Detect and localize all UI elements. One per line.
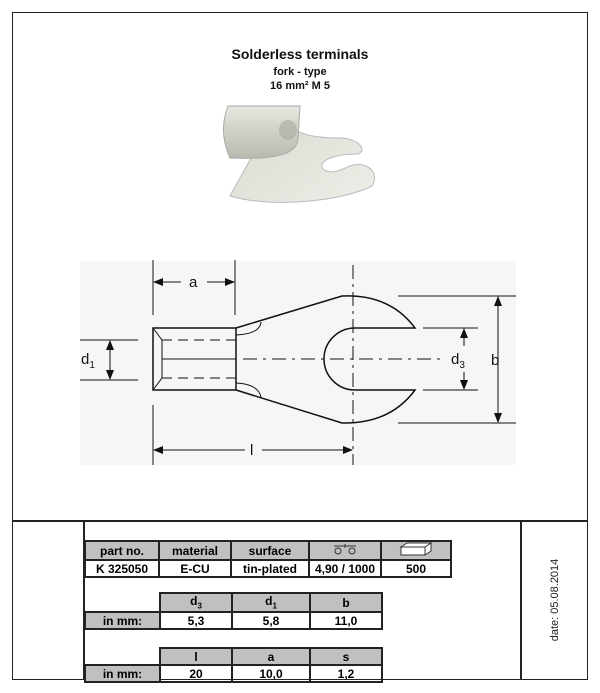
date-stamp: date: 05.08.2014 bbox=[549, 558, 561, 642]
weight-value: 4,90 / 1000 bbox=[308, 559, 382, 578]
surface-value: tin-plated bbox=[230, 559, 310, 578]
l-value: 20 bbox=[159, 664, 233, 683]
weight-icon bbox=[308, 540, 382, 561]
divider bbox=[12, 520, 588, 522]
b-value: 11,0 bbox=[309, 611, 383, 630]
header-a: a bbox=[231, 647, 311, 666]
package-icon bbox=[380, 540, 452, 561]
dimension-drawing: a l d1 d3 b bbox=[80, 260, 516, 465]
header-l: l bbox=[159, 647, 233, 666]
size-spec: 16 mm² M 5 bbox=[270, 80, 330, 92]
package-qty: 500 bbox=[380, 559, 452, 578]
s-value: 1,2 bbox=[309, 664, 383, 683]
dimensions-table-1: d3 d1 b in mm: 5,3 5,8 11,0 bbox=[84, 592, 383, 630]
row-label: in mm: bbox=[84, 611, 161, 630]
page-subtitle: fork - type bbox=[273, 66, 327, 78]
dim-label-d3: d3 bbox=[451, 351, 465, 371]
part-number: K 325050 bbox=[84, 559, 160, 578]
header-d3: d3 bbox=[159, 592, 233, 613]
divider bbox=[520, 520, 522, 680]
header-surface: surface bbox=[230, 540, 310, 561]
header-b: b bbox=[309, 592, 383, 613]
divider bbox=[83, 520, 85, 680]
dimensions-table-2: l a s in mm: 20 10,0 1,2 bbox=[84, 647, 383, 683]
header-part-no: part no. bbox=[84, 540, 160, 561]
a-value: 10,0 bbox=[231, 664, 311, 683]
dim-label-b: b bbox=[491, 352, 499, 369]
dim-label-d1: d1 bbox=[81, 351, 95, 371]
row-label: in mm: bbox=[84, 664, 161, 683]
header-material: material bbox=[158, 540, 232, 561]
header-s: s bbox=[309, 647, 383, 666]
terminal-photo bbox=[223, 104, 375, 203]
dim-label-l: l bbox=[250, 442, 253, 459]
page-title: Solderless terminals bbox=[231, 46, 369, 62]
dim-label-a: a bbox=[189, 274, 198, 291]
material-value: E-CU bbox=[158, 559, 232, 578]
part-table: part no. material surface K 325050 E-CU … bbox=[84, 540, 452, 578]
d1-value: 5,8 bbox=[231, 611, 311, 630]
d3-value: 5,3 bbox=[159, 611, 233, 630]
header-d1: d1 bbox=[231, 592, 311, 613]
